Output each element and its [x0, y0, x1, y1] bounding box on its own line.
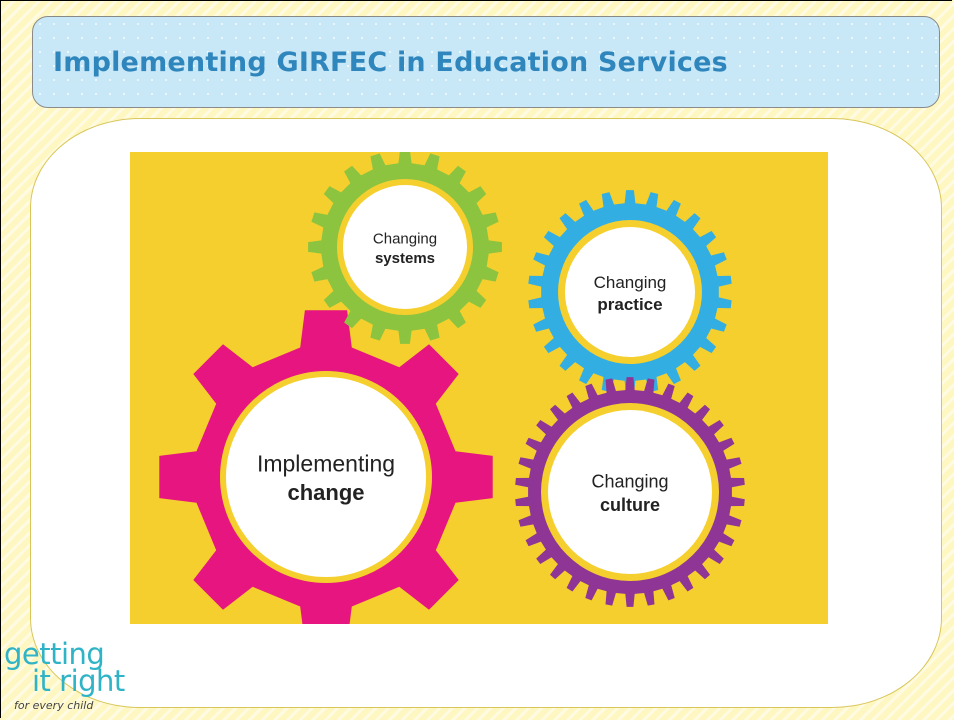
gear-label-line1-changing-practice: Changing: [594, 273, 667, 292]
gear-label-line2-changing-culture: culture: [600, 495, 660, 515]
gears-diagram-svg: ImplementingchangeChangingsystemsChangin…: [130, 152, 828, 624]
gear-changing-systems: Changing systems: [308, 152, 502, 344]
logo-text-getting: getting: [4, 637, 105, 671]
gear-center-changing-practice: [565, 227, 695, 357]
gear-label-line1-changing-systems: Changing: [373, 230, 437, 247]
gear-changing-practice: Changing practice: [528, 190, 732, 394]
slide-title: Implementing GIRFEC in Education Service…: [53, 46, 728, 78]
gear-center-changing-culture: [548, 410, 712, 574]
logo-tagline: for every child: [14, 699, 94, 712]
gear-label-line2-changing-systems: systems: [375, 250, 435, 267]
gear-center-changing-systems: [343, 185, 467, 309]
gear-label-line2-implementing-change: change: [287, 480, 364, 505]
gear-center-implementing-change: [226, 377, 426, 577]
logo-text-it-right: it right: [32, 664, 125, 698]
title-banner: Implementing GIRFEC in Education Service…: [32, 16, 940, 108]
gear-label-line1-changing-culture: Changing: [591, 472, 668, 492]
gear-changing-culture: Changing culture: [515, 377, 745, 607]
gear-label-line2-changing-practice: practice: [597, 295, 662, 314]
gear-implementing-change: Implementing change: [159, 310, 493, 624]
girfec-logo: getting it right for every child: [4, 640, 154, 720]
gear-label-line1-implementing-change: Implementing: [257, 450, 395, 476]
